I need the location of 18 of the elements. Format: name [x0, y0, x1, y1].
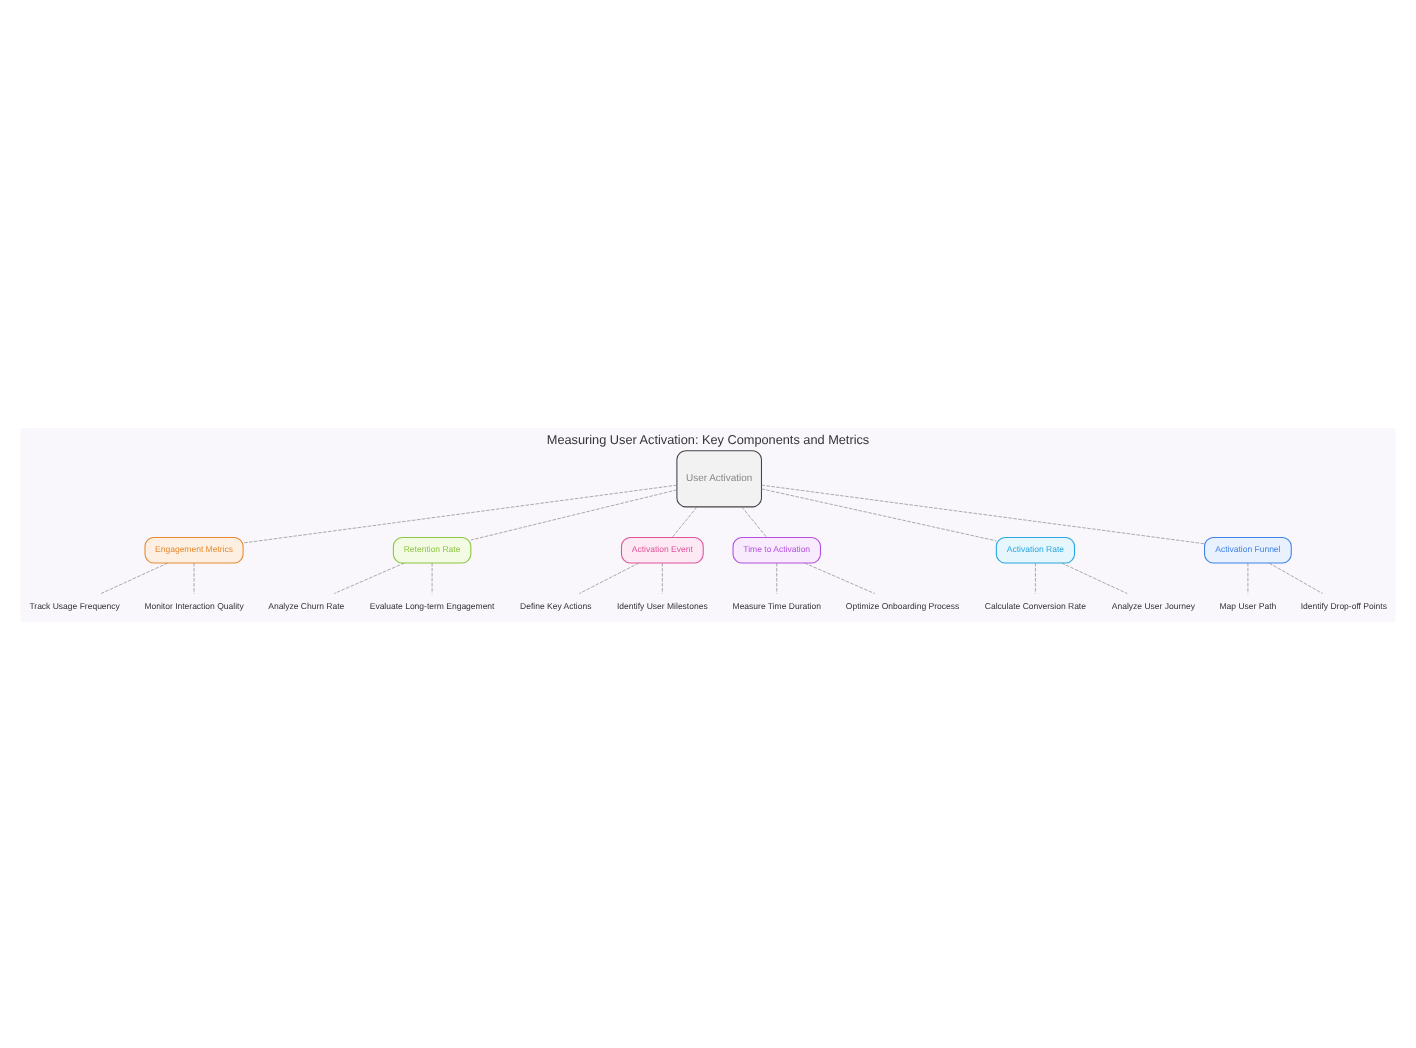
connector	[242, 483, 678, 543]
connector	[1247, 561, 1249, 593]
connector	[671, 505, 698, 537]
connector	[1061, 561, 1128, 593]
connector	[579, 561, 640, 593]
connector	[761, 487, 997, 541]
connector	[431, 561, 433, 593]
connector	[776, 561, 778, 593]
connector	[193, 561, 195, 593]
connector	[804, 561, 876, 593]
connector	[333, 561, 405, 593]
connector	[662, 561, 663, 593]
connector	[100, 561, 168, 593]
connector	[761, 483, 1205, 544]
connector	[470, 488, 678, 540]
connector	[741, 505, 768, 537]
connector	[1268, 561, 1323, 593]
connector	[1035, 561, 1036, 593]
